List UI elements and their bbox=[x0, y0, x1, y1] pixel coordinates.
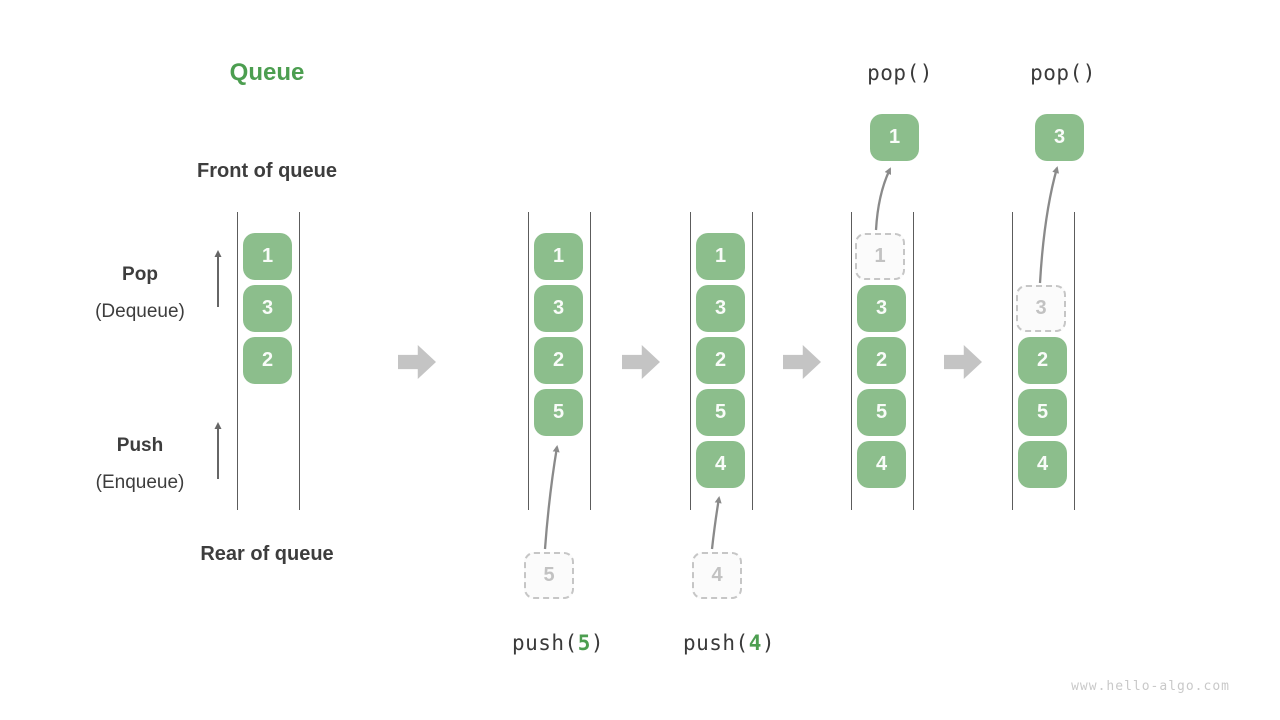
queue-node: 1 bbox=[534, 233, 583, 280]
watermark: www.hello-algo.com bbox=[1071, 679, 1230, 694]
queue-channel-1 bbox=[237, 212, 300, 510]
queue-node: 5 bbox=[1018, 389, 1067, 436]
queue-node: 5 bbox=[857, 389, 906, 436]
rear-of-queue-label: Rear of queue bbox=[200, 543, 334, 565]
pop-label: Pop bbox=[122, 264, 158, 285]
queue-node: 3 bbox=[696, 285, 745, 332]
state-transition-arrow-icon bbox=[398, 345, 436, 379]
queue-channel-4 bbox=[851, 212, 914, 510]
front-of-queue-label: Front of queue bbox=[197, 160, 337, 182]
pop-call-label-2: pop() bbox=[1030, 61, 1096, 85]
state-transition-arrow-icon bbox=[944, 345, 982, 379]
push-label: Push bbox=[116, 435, 164, 456]
queue-node: 2 bbox=[696, 337, 745, 384]
pop-call-label-1: pop() bbox=[867, 61, 933, 85]
dequeue-label: (Dequeue) bbox=[95, 301, 185, 322]
state-transition-arrow-icon bbox=[622, 345, 660, 379]
queue-node: 1 bbox=[696, 233, 745, 280]
push-close-paren: ) bbox=[590, 631, 605, 655]
queue-channel-2 bbox=[528, 212, 591, 510]
popped-value-node: 1 bbox=[870, 114, 919, 161]
queue-node: 5 bbox=[534, 389, 583, 436]
queue-node: 5 bbox=[696, 389, 745, 436]
push-call-label-1: push(5) bbox=[512, 631, 604, 655]
push-close-paren: ) bbox=[761, 631, 776, 655]
popped-slot-node: 3 bbox=[1016, 285, 1066, 332]
queue-node: 4 bbox=[857, 441, 906, 488]
queue-node: 1 bbox=[243, 233, 292, 280]
push-call-label-2: push(4) bbox=[683, 631, 775, 655]
popped-slot-node: 1 bbox=[855, 233, 905, 280]
queue-node: 3 bbox=[534, 285, 583, 332]
queue-node: 2 bbox=[243, 337, 292, 384]
push-fn-text: push( bbox=[511, 631, 578, 655]
push-fn-text: push( bbox=[682, 631, 749, 655]
queue-channel-5 bbox=[1012, 212, 1075, 510]
enqueue-label: (Enqueue) bbox=[95, 472, 185, 493]
state-transition-arrow-icon bbox=[783, 345, 821, 379]
diagram-title: Queue bbox=[229, 59, 305, 86]
incoming-node: 4 bbox=[692, 552, 742, 599]
popped-value-node: 3 bbox=[1035, 114, 1084, 161]
push-arg-value: 4 bbox=[748, 631, 762, 655]
queue-node: 4 bbox=[696, 441, 745, 488]
incoming-node: 5 bbox=[524, 552, 574, 599]
queue-channel-3 bbox=[690, 212, 753, 510]
queue-node: 2 bbox=[1018, 337, 1067, 384]
queue-node: 4 bbox=[1018, 441, 1067, 488]
push-arg-value: 5 bbox=[577, 631, 591, 655]
queue-node: 2 bbox=[534, 337, 583, 384]
queue-node: 2 bbox=[857, 337, 906, 384]
queue-node: 3 bbox=[243, 285, 292, 332]
queue-node: 3 bbox=[857, 285, 906, 332]
